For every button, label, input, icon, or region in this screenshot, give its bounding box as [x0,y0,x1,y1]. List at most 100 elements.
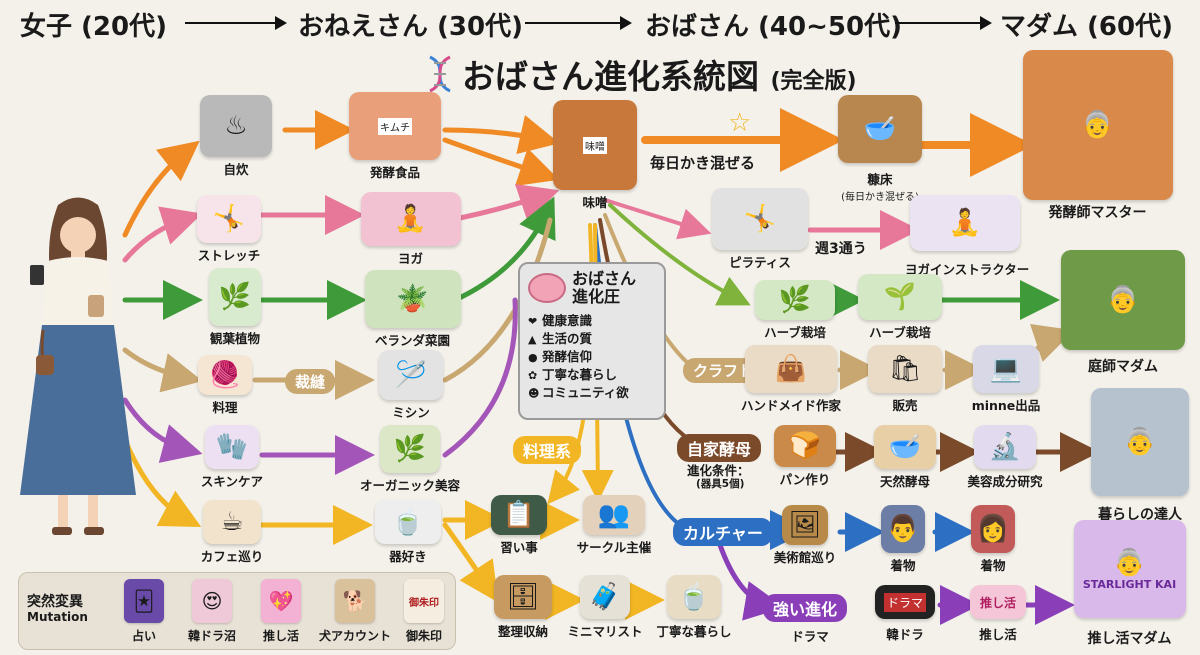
miso-jars-icon: 味噌 [553,100,637,190]
stretch-figure-icon: 🤸 [197,195,261,243]
node-ryori: 🧶 料理 [190,355,260,416]
kimchi-jar-label: キムチ [378,118,412,135]
node-mishin: 🪡 ミシン [375,350,447,421]
node-organic: 🌿 オーガニック美容 [350,425,470,494]
master-portrait: 👵 [1023,50,1173,200]
tag-saiho: 裁縫 [285,369,335,394]
mutation-item-goshuin: 御朱印 御朱印 [395,579,453,644]
laptop-shop-icon: 💻 [973,345,1039,393]
node-miso: 味噌 味噌 [545,100,645,211]
oshi-heart-label: 推し活 [980,594,1016,611]
node-kurashi-tatsujin: 👵 暮らしの達人 [1090,388,1190,524]
pilates-reformer-icon: 🤸 [712,188,808,250]
bean-icon: ● [528,349,542,366]
node-drama-label: ドラマ [770,624,850,645]
drama-screen-icon: ドラマ [875,585,935,619]
mutation-item-kandora: 😍 韓ドラ沼 [179,579,245,644]
classroom-icon: 📋 [491,495,547,535]
node-tennen: 🥣 天然酵母 [870,425,940,490]
test-tube-icon: 🔬 [974,425,1036,469]
houseplant-icon: 🌿 [209,268,261,326]
glowstick-icon: 💖 [261,579,301,623]
yarn-icon: 🧶 [198,355,252,395]
handmade-bags-icon: 👜 [745,345,837,393]
mutation-item-oshikatsu: 💖 推し活 [251,579,311,644]
node-oshikatsu: 推し活 推し活 [965,585,1031,643]
mutation-item-dog: 🐕 犬アカウント [315,579,395,644]
label-mainichi: 毎日かき混ぜる [650,152,755,173]
node-skincare: 🧤 スキンケア [192,425,272,490]
node-cafe: ☕ カフェ巡り [190,500,274,565]
minimal-icon: 🧳 [580,575,630,619]
herb-pots-icon: 🌿 [755,280,835,320]
evolution-pressure-box: おばさん 進化圧 ❤健康意識 ▲生活の質 ●発酵信仰 ✿丁寧な暮らし ☻コミュニ… [518,262,666,420]
node-narai: 📋 習い事 [488,495,550,556]
tarot-cards-icon: 🃏 [124,579,164,623]
people-icon: ☻ [528,385,542,402]
node-nukadoko: 🥣 糠床 (毎日かき混ぜる) [825,95,935,203]
node-teinei: 🍵 丁寧な暮らし [650,575,738,640]
pressure-item: ❤健康意識 [528,312,656,330]
node-handmade: 👜 ハンドメイド作家 [735,345,847,414]
circle-group-icon: 👥 [583,495,645,535]
yoga-mat-icon: 🧘 [361,192,461,246]
pressure-item: ●発酵信仰 [528,348,656,366]
painting-icon: 🖼 [782,505,828,545]
mutation-title: 突然変異 Mutation [27,595,88,625]
node-herb1: 🌿 ハーブ栽培 [750,280,840,341]
node-stretch: 🤸 ストレッチ [188,195,270,264]
lifestyle-master-portrait: 👵 [1091,388,1189,496]
miso-jar-label: 味噌 [583,137,607,154]
node-seiri: 🗄 整理収納 [488,575,558,640]
dog-phone-icon: 🐕 [335,579,375,623]
planter-icon: 🪴 [365,270,461,328]
tableware-icon: 🍵 [375,500,441,544]
pressure-item: ☻コミュニティ欲 [528,384,656,402]
yeast-bowl-icon: 🥣 [874,425,936,469]
node-veranda: 🪴 ベランダ菜園 [360,270,465,349]
label-shu3: 週3通う [815,238,867,258]
pressure-item: ✿丁寧な暮らし [528,366,656,384]
tag-culture: カルチャー [673,518,773,546]
node-kandora: ドラマ 韓ドラ [870,585,940,643]
chart-icon: ▲ [528,331,542,348]
brain-icon [528,273,566,303]
node-kimono1: 👨 着物 [870,505,936,574]
node-jisui: ♨ 自炊 [195,95,277,178]
node-pan: 🍞 パン作り [770,425,840,488]
sewing-machine-icon: 🪡 [379,350,443,400]
paw-icon: ✿ [528,367,542,384]
node-teishi-madam: 👵 庭師マダム [1058,250,1188,376]
mutation-item-uranai: 🃏 占い [114,579,174,644]
node-minimal: 🧳 ミニマリスト [565,575,645,640]
node-hakko-master: 👵 発酵師マスター [1015,50,1180,222]
fan-text: STARLIGHT KAI [1083,578,1176,591]
pressure-item: ▲生活の質 [528,330,656,348]
node-bijutsukan: 🖼 美術館巡り [770,505,840,566]
oshi-madam-portrait: 👵 STARLIGHT KAI [1074,520,1186,618]
nuka-tub-icon: 🥣 [838,95,922,163]
stove-icon: ♨ [200,95,272,157]
goshuin-book-icon: 御朱印 [404,579,444,623]
node-hanbai: 🛍 販売 [865,345,945,414]
organic-bottles-icon: 🌿 [380,425,440,473]
mutation-box: 突然変異 Mutation 🃏 占い 😍 韓ドラ沼 💖 推し活 🐕 犬アカウント… [18,572,456,650]
herb-pots-icon: 🌱 [858,274,942,320]
node-yoga-instructor: 🧘 ヨガインストラクター [905,195,1025,278]
yoga-class-icon: 🧘 [910,195,1020,251]
node-herb2: 🌱 ハーブ栽培 [855,274,945,341]
relaxing-woman-icon: 🍵 [667,575,721,619]
girl-figure [18,195,138,540]
drama-screen-label: ドラマ [884,593,926,612]
label-shinka-joken-sub: (器具5個) [696,476,744,491]
node-kimono2: 👩 着物 [960,505,1026,574]
skincare-bottle-icon: 🧤 [205,425,259,469]
star-icon: ☆ [728,108,751,138]
node-pilates: 🤸 ピラティス [710,188,810,271]
heartbeat-icon: ❤ [528,313,542,330]
shelf-icon: 🗄 [494,575,552,619]
node-yoga: 🧘 ヨガ [358,192,463,267]
fan-girl-icon: 😍 [192,579,232,623]
node-biyou: 🔬 美容成分研究 [955,425,1055,490]
node-minne: 💻 minne出品 [965,345,1047,414]
